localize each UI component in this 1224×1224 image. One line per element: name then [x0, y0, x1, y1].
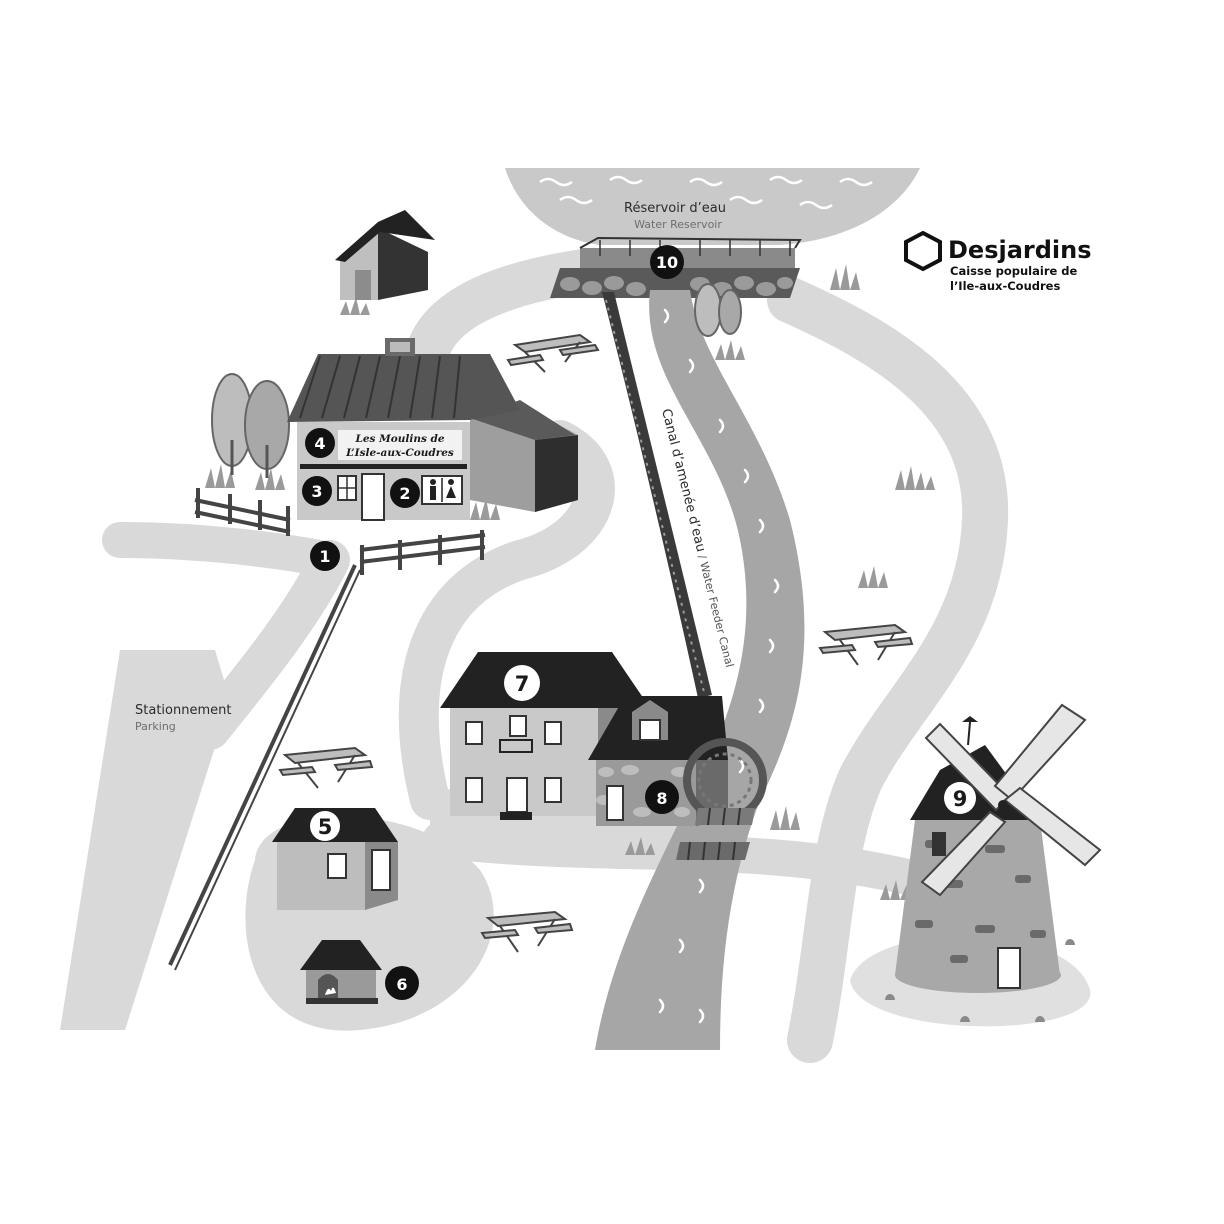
parking-label: Stationnement	[135, 703, 231, 718]
windmill-stones	[885, 939, 1075, 1022]
parking-lot	[60, 650, 230, 1030]
trees-reservoir	[694, 283, 742, 337]
storage-shed	[335, 210, 435, 300]
bread-oven-shelter	[300, 940, 382, 1004]
desjardins-hexagon-icon	[904, 230, 942, 272]
restroom-icon	[430, 478, 456, 502]
footbridge	[676, 807, 755, 861]
marker-6[interactable]: 6	[385, 966, 419, 1000]
reservoir-label-en: Water Reservoir	[634, 218, 722, 231]
trees-left	[211, 373, 290, 478]
sponsor-line2: l’Ile-aux-Coudres	[950, 279, 1060, 293]
dam-boardwalk	[550, 236, 802, 298]
svg-text:5: 5	[318, 815, 333, 839]
windmill-sails	[920, 703, 1102, 897]
river-ripples	[658, 308, 780, 1024]
svg-text:10: 10	[656, 253, 678, 272]
fence-top	[194, 488, 486, 575]
picnic-table-left	[278, 746, 374, 789]
svg-text:9: 9	[953, 787, 968, 811]
fence-left	[168, 564, 361, 971]
small-building-5	[272, 808, 398, 910]
svg-text:4: 4	[314, 434, 325, 453]
marker-7[interactable]: 7	[504, 665, 540, 701]
water-reservoir	[505, 168, 920, 245]
map-markers: 1 2 3 4 5 6 7 8	[302, 245, 976, 1000]
svg-text:1: 1	[319, 547, 330, 566]
grass-tufts	[205, 264, 935, 900]
svg-text:8: 8	[656, 789, 667, 808]
marker-8[interactable]: 8	[645, 780, 679, 814]
desjardins-logo: Desjardins Caisse populaire de l’Ile-aux…	[904, 230, 1092, 293]
parking-label-en: Parking	[135, 720, 176, 733]
mill-sign-line2: L’Isle-aux-Coudres	[345, 447, 454, 459]
marker-5[interactable]: 5	[310, 811, 340, 841]
marker-9[interactable]: 9	[944, 782, 976, 814]
sponsor-name: Desjardins	[948, 236, 1092, 264]
windmill	[895, 703, 1102, 993]
reservoir-waves	[539, 175, 873, 210]
river	[595, 290, 805, 1050]
svg-text:3: 3	[311, 482, 322, 501]
marker-1[interactable]: 1	[310, 541, 340, 571]
mill-sign-line1: Les Moulins de	[354, 433, 444, 445]
marker-2[interactable]: 2	[390, 478, 420, 508]
marker-3[interactable]: 3	[302, 476, 332, 506]
reservoir-label: Réservoir d’eau	[624, 201, 726, 216]
marker-4[interactable]: 4	[305, 428, 335, 458]
picnic-table-right	[818, 623, 914, 666]
sponsor-line1: Caisse populaire de	[950, 264, 1078, 278]
picnic-table-top	[506, 333, 600, 373]
svg-text:6: 6	[396, 975, 407, 994]
svg-text:2: 2	[399, 484, 410, 503]
picnic-table-bottom	[480, 910, 574, 953]
miller-house	[440, 652, 650, 820]
marker-10[interactable]: 10	[650, 245, 684, 279]
svg-text:7: 7	[515, 672, 530, 696]
